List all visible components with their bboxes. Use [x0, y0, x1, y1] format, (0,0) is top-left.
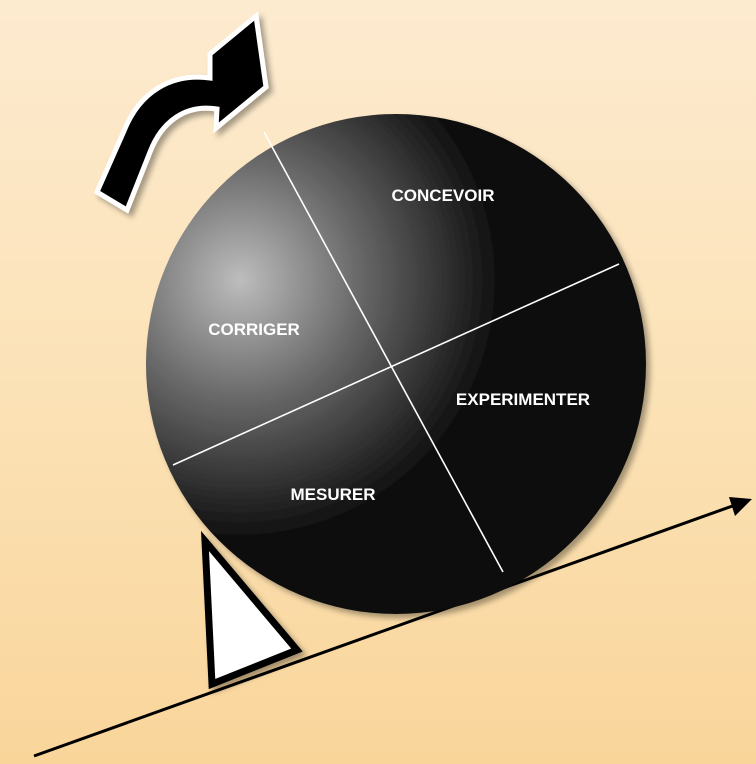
quadrant-label-mesurer: MESURER — [290, 485, 375, 504]
quadrant-label-corriger: CORRIGER — [208, 320, 300, 339]
pdca-sphere: CONCEVOIR CORRIGER EXPERIMENTER MESURER — [146, 114, 646, 614]
quadrant-label-concevoir: CONCEVOIR — [392, 186, 495, 205]
quadrant-label-experimenter: EXPERIMENTER — [456, 390, 590, 409]
